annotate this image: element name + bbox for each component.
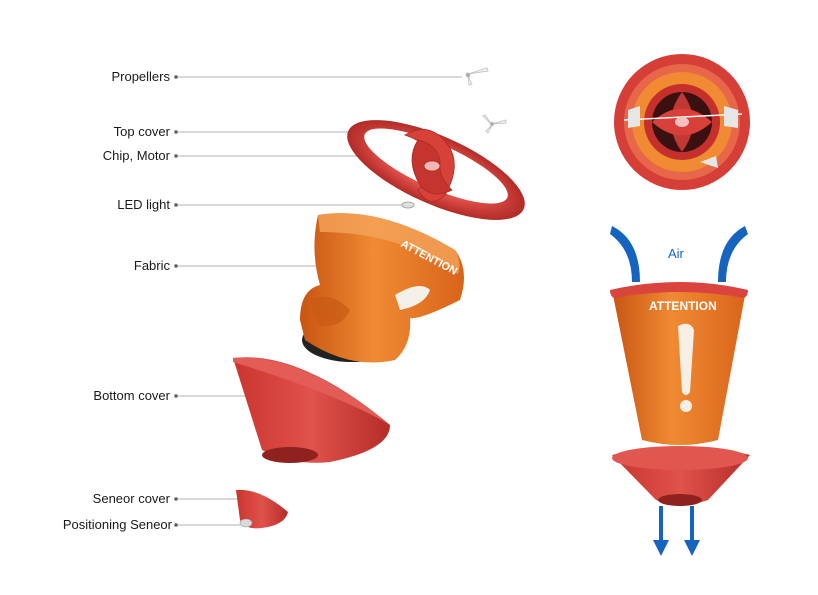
label-propellers: Propellers [111,69,170,84]
assembled-product: ATTENTION [610,282,750,506]
led-light-icon [401,201,415,209]
leader-dot [173,496,178,501]
label-chip-motor: Chip, Motor [102,148,170,163]
top-view-illustration [614,54,750,190]
assembled-print-text: ATTENTION [649,299,717,313]
bottom-cover-cone [233,357,390,463]
sensor-cover-part [236,489,288,529]
air-label: Air [668,246,685,261]
air-outflow-arrows [653,506,700,556]
exclamation-mark-icon [678,323,694,395]
label-bottom-cover: Bottom cover [93,388,170,403]
label-led-light: LED light [117,197,170,212]
positioning-sensor-icon [239,518,253,528]
leader-dot [173,202,178,207]
propeller-icon [465,67,507,134]
fabric-part: ATTENTION [300,213,464,363]
air-inflow-arrows [610,226,748,282]
leader-lines [173,75,462,528]
leader-dot [173,153,178,158]
leader-dot [173,75,178,80]
label-sensor-cover: Seneor cover [92,491,170,506]
chip-motor-frame [404,128,455,202]
leader-dot [173,523,178,528]
leader-dot [173,263,178,268]
label-positioning-sensor: Positioning Seneor [62,517,172,532]
label-top-cover: Top cover [113,124,170,139]
leader-dot [173,129,178,134]
leader-dot [173,393,178,398]
label-fabric: Fabric [133,258,170,273]
